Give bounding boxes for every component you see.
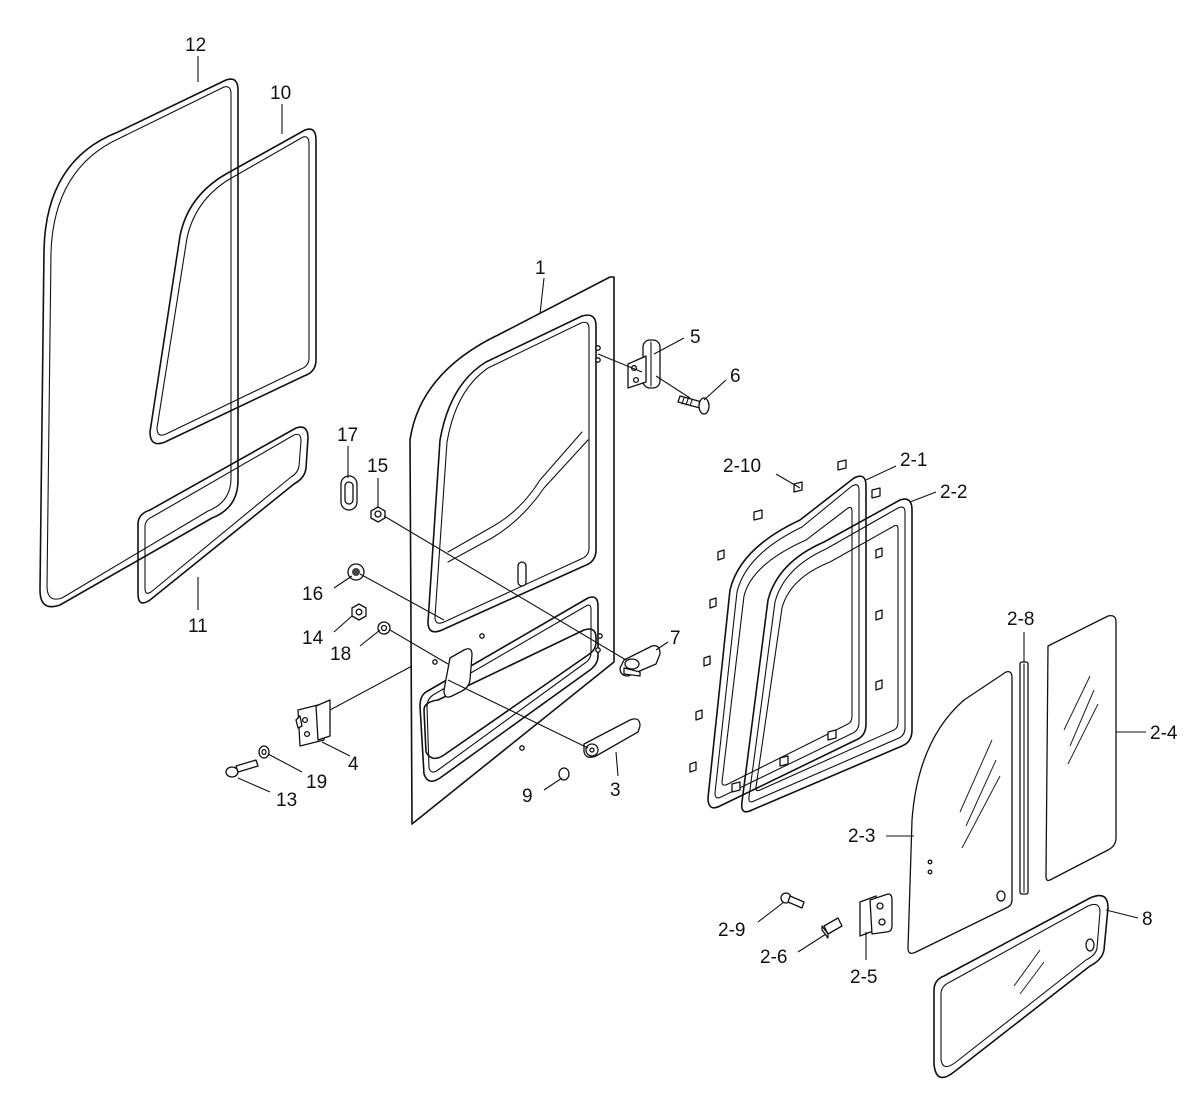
callout-12: 12 <box>185 35 206 56</box>
part-3-handle <box>583 718 641 758</box>
callout-4: 4 <box>348 754 359 775</box>
callout-2-9: 2-9 <box>718 920 745 941</box>
part-11-lower-window-seal <box>137 426 309 604</box>
part-1-door-frame <box>409 276 615 825</box>
callout-labels: 12 10 11 1 5 6 17 15 16 14 18 7 4 19 13 … <box>185 35 1178 988</box>
part-2-2-window-seal <box>740 498 913 813</box>
part-8-lower-glass <box>933 894 1109 1079</box>
part-5-upper-hinge <box>627 339 661 389</box>
callout-15: 15 <box>367 456 388 477</box>
callout-2-1: 2-1 <box>900 450 927 471</box>
callout-5: 5 <box>690 327 701 348</box>
callout-2-10: 2-10 <box>723 456 761 477</box>
callout-9: 9 <box>522 786 533 807</box>
callout-3: 3 <box>610 780 621 801</box>
part-2-5-bracket <box>859 893 893 937</box>
part-19-washer <box>258 745 270 759</box>
callout-2-8: 2-8 <box>1007 609 1034 630</box>
callout-6: 6 <box>730 366 741 387</box>
callout-17: 17 <box>337 425 358 446</box>
part-7-striker <box>619 645 661 677</box>
part-4-lower-hinge <box>295 699 331 747</box>
callout-13: 13 <box>276 790 297 811</box>
part-10-upper-window-seal <box>149 128 317 445</box>
part-13-bolt <box>225 759 259 778</box>
part-15-nut <box>370 506 386 523</box>
callout-2-2: 2-2 <box>940 482 967 503</box>
part-18-washer <box>377 621 391 635</box>
part-14-nut <box>351 603 367 621</box>
part-2-9-screw <box>780 892 805 909</box>
callout-14: 14 <box>302 628 324 649</box>
leader-lines <box>197 56 1146 960</box>
part-2-6-clip <box>821 917 843 939</box>
callout-1: 1 <box>535 258 546 279</box>
part-2-8-strip <box>1019 661 1029 895</box>
callout-8: 8 <box>1142 909 1153 930</box>
callout-7: 7 <box>670 628 681 649</box>
callout-2-5: 2-5 <box>850 967 877 988</box>
callout-2-6: 2-6 <box>760 947 787 968</box>
callout-2-3: 2-3 <box>848 826 875 847</box>
part-2-10-clips <box>689 459 883 793</box>
part-12-outer-seal <box>39 78 239 608</box>
part-2-1-window-seal <box>707 475 867 809</box>
part-2-3-front-glass <box>907 670 1013 954</box>
callout-16: 16 <box>302 584 323 605</box>
part-17-slot-grommet <box>340 475 358 511</box>
callout-11: 11 <box>188 616 208 637</box>
part-9-plug <box>558 767 570 781</box>
callout-10: 10 <box>270 83 291 104</box>
part-6-screw <box>677 395 710 415</box>
callout-18: 18 <box>330 644 351 665</box>
assembly-lines <box>329 353 691 749</box>
callout-19: 19 <box>306 772 327 793</box>
part-2-4-rear-glass <box>1045 614 1117 882</box>
callout-2-4: 2-4 <box>1150 723 1178 744</box>
